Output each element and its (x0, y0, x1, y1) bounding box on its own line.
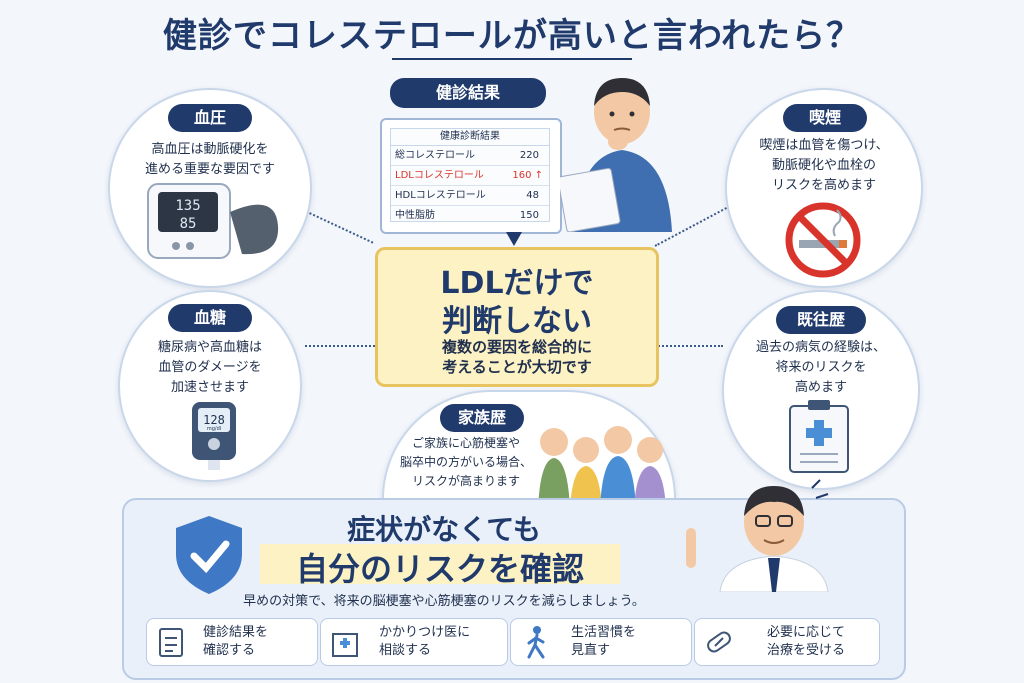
walking-person-icon (527, 626, 545, 659)
history-line3: 高めます (794, 380, 847, 395)
worried-man-illustration (560, 78, 672, 232)
action-line2: 治療を受ける (767, 643, 846, 658)
action-line1: 健診結果を (203, 625, 269, 640)
bp-display-top: 135 (175, 198, 200, 214)
history-label: 既往歴 (776, 306, 866, 334)
result-row-value: 160 ↑ (512, 170, 543, 181)
key-sub-1: 複数の要因を総合的に (441, 338, 592, 356)
result-sheet: 健康診断結果 総コレステロール 220 LDLコレステロール 160 ↑ HDL… (390, 128, 550, 222)
bottom-note: 早めの対策で、将来の脳梗塞や心筋梗塞のリスクを減らしましょう。 (243, 594, 645, 609)
shield-check-icon (176, 516, 242, 594)
result-row-value: 220 (519, 150, 539, 161)
blood-sugar-label: 血糖 (168, 304, 252, 332)
result-card-title: 健康診断結果 (391, 129, 549, 146)
blood-sugar-circle: 血糖 糖尿病や高血糖は 血管のダメージを 加速させます 128 mg/dl (118, 290, 302, 482)
key-headline-1: LDLだけで (440, 266, 594, 301)
result-row-label: 中性脂肪 (395, 210, 435, 221)
action-line1: 生活習慣を (571, 625, 637, 640)
action-line1: 必要に応じて (767, 625, 846, 640)
bottom-headline-2: 自分のリスクを確認 (295, 550, 584, 588)
action-receive-treatment: 必要に応じて 治療を受ける (694, 618, 880, 666)
glucose-meter-icon: 128 mg/dl (192, 402, 236, 470)
result-row-value: 48 (526, 190, 539, 201)
blood-sugar-line1: 糖尿病や高血糖は (157, 340, 262, 355)
smoking-label: 喫煙 (783, 104, 867, 132)
result-row-label: HDLコレステロール (395, 190, 486, 201)
family-text: ご家族に心筋梗塞や 脳卒中の方がいる場合、 リスクが高まります (386, 434, 546, 491)
family-history-section: 家族歴 ご家族に心筋梗塞や 脳卒中の方がいる場合、 リスクが高まります (382, 390, 676, 514)
blood-pressure-monitor-icon: 135 85 (147, 183, 279, 259)
blood-pressure-line2: 進める重要な要因です (144, 162, 275, 177)
result-card: 健康診断結果 総コレステロール 220 LDLコレステロール 160 ↑ HDL… (380, 118, 562, 234)
result-row-label: 総コレステロール (395, 150, 475, 161)
result-row-ldl: LDLコレステロール 160 ↑ (391, 166, 549, 186)
glucose-display: 128 (203, 413, 225, 427)
bp-display-bottom: 85 (180, 216, 197, 232)
medical-clipboard-icon (789, 400, 849, 473)
glucose-unit: mg/dl (207, 426, 221, 432)
action-review-lifestyle: 生活習慣を 見直す (510, 618, 692, 666)
no-smoking-icon (785, 202, 861, 278)
blood-sugar-line3: 加速させます (170, 380, 249, 395)
bottom-headline-1: 症状がなくても (347, 513, 541, 546)
blood-pressure-circle: 血圧 高血圧は動脈硬化を 進める重要な要因です 135 85 (108, 88, 312, 288)
doctor-illustration (686, 479, 829, 592)
family-label: 家族歴 (440, 404, 524, 432)
key-sub-2: 考えることが大切です (442, 358, 592, 376)
result-row: 中性脂肪 150 (391, 206, 549, 225)
smoking-line2: 動脈硬化や血栓の (771, 158, 876, 173)
smoking-line3: リスクを高めます (771, 178, 876, 193)
blood-pressure-line1: 高血圧は動脈硬化を (151, 142, 269, 157)
key-message-box: LDLだけで 判断しない 複数の要因を総合的に 考えることが大切です (375, 247, 659, 387)
action-line1: かかりつけ医に (379, 625, 471, 640)
result-row: HDLコレステロール 48 (391, 186, 549, 206)
action-line2: 相談する (379, 643, 432, 658)
connector-sugar (305, 345, 375, 347)
action-line2: 見直す (571, 643, 611, 658)
arrow-down-icon (506, 232, 522, 246)
history-line1: 過去の病気の経験は、 (755, 340, 886, 355)
pill-icon (707, 631, 731, 653)
family-line3: リスクが高まります (411, 474, 520, 488)
key-headline-2: 判断しない (442, 304, 592, 339)
bottom-panel: 症状がなくても 自分のリスクを確認 早めの対策で、将来の脳梗塞や心筋梗塞のリスク… (122, 479, 906, 680)
connector-bp (304, 210, 374, 244)
history-line2: 将来のリスクを (775, 360, 867, 375)
action-label: 生活習慣を 見直す (571, 624, 636, 660)
blood-sugar-text: 糖尿病や高血糖は 血管のダメージを 加速させます (126, 338, 294, 398)
action-label: かかりつけ医に 相談する (379, 624, 470, 660)
blood-pressure-label: 血圧 (168, 104, 252, 132)
result-row: 総コレステロール 220 (391, 146, 549, 166)
connector-history (655, 345, 723, 347)
action-label: 健診結果を 確認する (203, 624, 268, 660)
blood-sugar-line2: 血管のダメージを (158, 360, 262, 375)
result-row-value: 150 (519, 210, 539, 221)
family-illustration (538, 426, 666, 510)
result-tab: 健診結果 (390, 78, 546, 108)
action-consult-doctor: かかりつけ医に 相談する (320, 618, 508, 666)
family-line2: 脳卒中の方がいる場合、 (399, 455, 532, 469)
action-check-results: 健診結果を 確認する (146, 618, 318, 666)
hospital-icon (332, 633, 358, 657)
action-line2: 確認する (203, 643, 256, 658)
result-row-label: LDLコレステロール (395, 170, 484, 181)
history-text: 過去の病気の経験は、 将来のリスクを 高めます (730, 338, 912, 398)
smoking-line1: 喫煙は血管を傷つけ、 (759, 138, 889, 153)
action-label: 必要に応じて 治療を受ける (767, 624, 845, 660)
checklist-icon (159, 628, 183, 657)
blood-pressure-text: 高血圧は動脈硬化を 進める重要な要因です (120, 140, 300, 180)
smoking-circle: 喫煙 喫煙は血管を傷つけ、 動脈硬化や血栓の リスクを高めます (725, 88, 923, 288)
headline-highlight (260, 544, 620, 584)
page-title: 健診でコレステロールが高いと言われたら？ (162, 16, 862, 56)
family-line1: ご家族に心筋梗塞や (411, 436, 520, 450)
smoking-text: 喫煙は血管を傷つけ、 動脈硬化や血栓の リスクを高めます (733, 136, 915, 196)
title-underline (392, 58, 632, 60)
history-circle: 既往歴 過去の病気の経験は、 将来のリスクを 高めます (722, 290, 920, 490)
